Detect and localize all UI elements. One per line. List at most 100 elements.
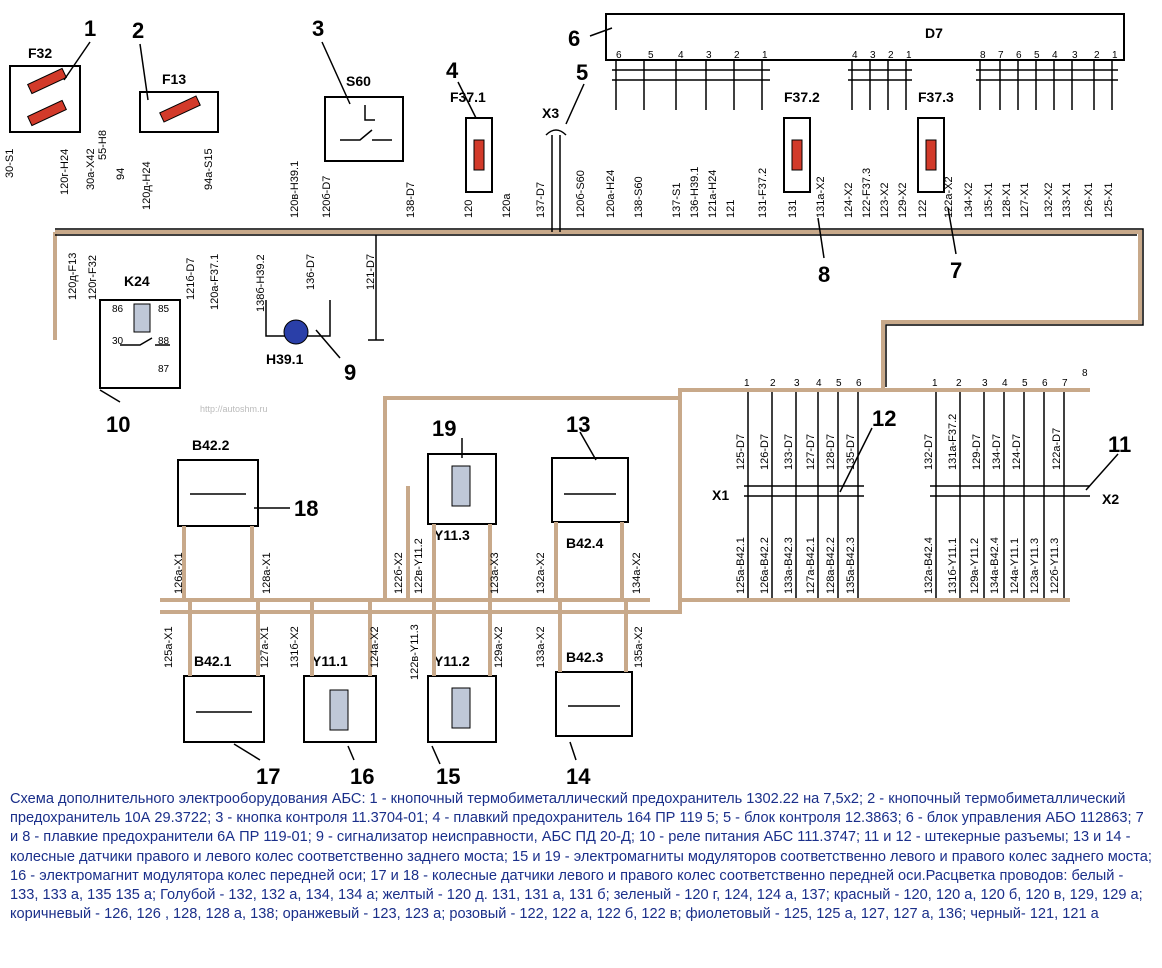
svg-text:86: 86 [112,304,124,315]
svg-text:1: 1 [762,50,768,61]
b42-3-label: B42.3 [566,649,604,665]
svg-text:120: 120 [463,200,475,218]
svg-text:128а-В42.2: 128а-В42.2 [825,537,837,594]
svg-text:1: 1 [1112,50,1118,61]
svg-text:19: 19 [432,416,456,441]
svg-text:5: 5 [1034,50,1040,61]
svg-text:6: 6 [1016,50,1022,61]
svg-text:14: 14 [566,764,591,789]
y11-1-label: Y11.1 [312,653,348,669]
svg-text:2: 2 [132,18,144,43]
y11-3-label: Y11.3 [434,527,470,543]
b42-4-label: B42.4 [566,535,604,551]
b42-2-label: B42.2 [192,437,230,453]
control-unit-d7: D7 6 5 4 3 2 1 4 3 2 1 8 7 6 5 4 3 2 1 [605,13,1125,110]
svg-text:94: 94 [115,168,127,180]
svg-text:30а-Х42: 30а-Х42 [85,148,97,190]
fuse-f37-3: F37.3 [917,89,954,193]
svg-text:30-S1: 30-S1 [4,149,16,178]
svg-text:121б-D7: 121б-D7 [185,258,197,300]
svg-text:16: 16 [350,764,374,789]
callout-numbers: 1 2 3 4 5 6 7 8 9 10 11 12 13 14 15 16 1… [63,16,1131,789]
svg-text:122а-Х2: 122а-Х2 [943,176,955,218]
svg-text:122б-Y11.3: 122б-Y11.3 [1049,538,1061,594]
svg-text:2: 2 [1094,50,1100,61]
s60-label: S60 [346,73,371,89]
f37-3-label: F37.3 [918,89,954,105]
svg-text:121а-Н24: 121а-Н24 [707,170,719,218]
svg-text:133а-В42.3: 133а-В42.3 [783,537,795,594]
svg-text:120д-Н24: 120д-Н24 [141,161,153,210]
svg-text:2: 2 [770,378,776,389]
svg-text:3: 3 [794,378,800,389]
x2-wire-labels: 132-D7 131а-F37.2 129-D7 134-D7 124-D7 1… [923,414,1063,594]
f37-2-label: F37.2 [784,89,820,105]
svg-text:131-F37.2: 131-F37.2 [757,168,769,218]
svg-text:131: 131 [787,200,799,218]
button-s60: S60 [324,73,404,162]
fuse-f13: F13 [139,71,219,133]
svg-text:122б-Х2: 122б-Х2 [393,552,405,594]
x3-label: X3 [542,105,559,121]
svg-text:5: 5 [576,60,588,85]
svg-text:135а-В42.3: 135а-В42.3 [845,537,857,594]
svg-text:126а-В42.2: 126а-В42.2 [759,537,771,594]
svg-text:124а-Y11.1: 124а-Y11.1 [1009,538,1021,594]
svg-text:4: 4 [852,50,858,61]
svg-text:7: 7 [1062,378,1068,389]
watermark: http://autoshm.ru [200,404,268,414]
modulator-y11-3: Y11.3 [427,453,497,543]
svg-text:4: 4 [1002,378,1008,389]
svg-text:4: 4 [446,58,459,83]
x1-label: X1 [712,487,729,503]
modulator-y11-2: Y11.2 [427,653,497,743]
svg-text:125-Х1: 125-Х1 [1103,183,1115,218]
svg-text:3: 3 [1072,50,1078,61]
svg-text:123-Х2: 123-Х2 [879,183,891,218]
svg-text:126а-Х1: 126а-Х1 [173,552,185,594]
svg-text:134-D7: 134-D7 [991,434,1003,470]
sensor-wires [182,486,628,676]
main-harness [53,230,1142,614]
svg-text:7: 7 [950,258,962,283]
svg-text:120г-Н24: 120г-Н24 [59,149,71,195]
svg-text:3: 3 [870,50,876,61]
svg-text:120а-Н24: 120а-Н24 [605,170,617,218]
svg-text:88: 88 [158,336,170,347]
svg-text:128-D7: 128-D7 [825,434,837,470]
svg-text:131а-F37.2: 131а-F37.2 [947,414,959,470]
svg-text:138-D7: 138-D7 [405,182,417,218]
svg-text:121: 121 [725,200,737,218]
svg-text:1: 1 [84,16,96,41]
svg-text:6: 6 [856,378,862,389]
svg-text:5: 5 [1022,378,1028,389]
svg-text:135-D7: 135-D7 [845,434,857,470]
svg-text:4: 4 [816,378,822,389]
svg-text:5: 5 [648,50,654,61]
svg-text:135а-Х2: 135а-Х2 [633,626,645,668]
svg-text:129а-Х2: 129а-Х2 [493,626,505,668]
svg-text:124-D7: 124-D7 [1011,434,1023,470]
d7-label: D7 [925,25,943,41]
f13-label: F13 [162,71,186,87]
svg-text:132-Х2: 132-Х2 [1043,183,1055,218]
sensor-b42-3: B42.3 [555,649,633,737]
svg-text:133а-Х2: 133а-Х2 [535,626,547,668]
svg-text:18: 18 [294,496,318,521]
svg-text:6: 6 [1042,378,1048,389]
svg-text:133-Х1: 133-Х1 [1061,183,1073,218]
relay-k24: K24 86 85 30 88 87 [99,273,181,389]
svg-text:2: 2 [888,50,894,61]
h39-1-label: H39.1 [266,351,304,367]
svg-text:120б-D7: 120б-D7 [321,176,333,218]
svg-text:6: 6 [568,26,580,51]
svg-text:4: 4 [678,50,684,61]
connector-x3: X3 [542,105,567,232]
svg-text:137-S1: 137-S1 [671,183,683,218]
sensor-b42-1: B42.1 [183,653,265,743]
svg-text:122: 122 [917,200,929,218]
svg-text:12: 12 [872,406,896,431]
svg-text:9: 9 [344,360,356,385]
svg-text:2: 2 [956,378,962,389]
svg-text:122в-Y11.2: 122в-Y11.2 [413,538,425,594]
